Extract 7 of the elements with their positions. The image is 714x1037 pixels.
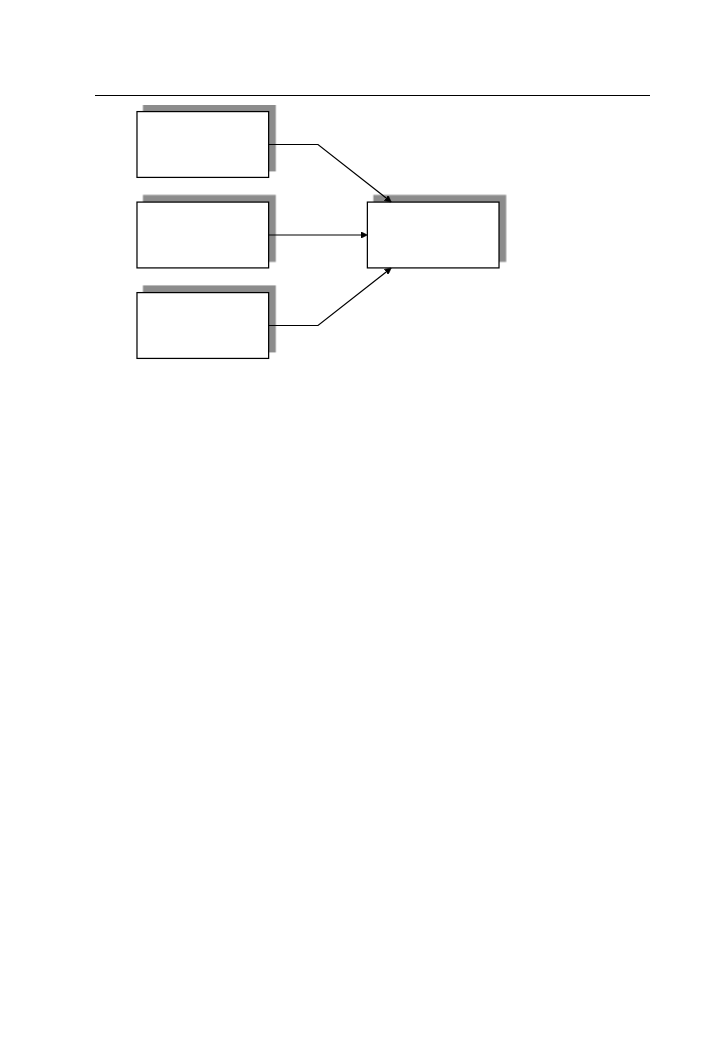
arrow xyxy=(268,267,392,327)
arrow xyxy=(268,231,368,239)
node-box xyxy=(136,291,270,360)
node-box xyxy=(366,201,500,269)
arrow xyxy=(268,143,392,203)
node-box xyxy=(136,201,270,269)
node-box xyxy=(136,110,270,179)
